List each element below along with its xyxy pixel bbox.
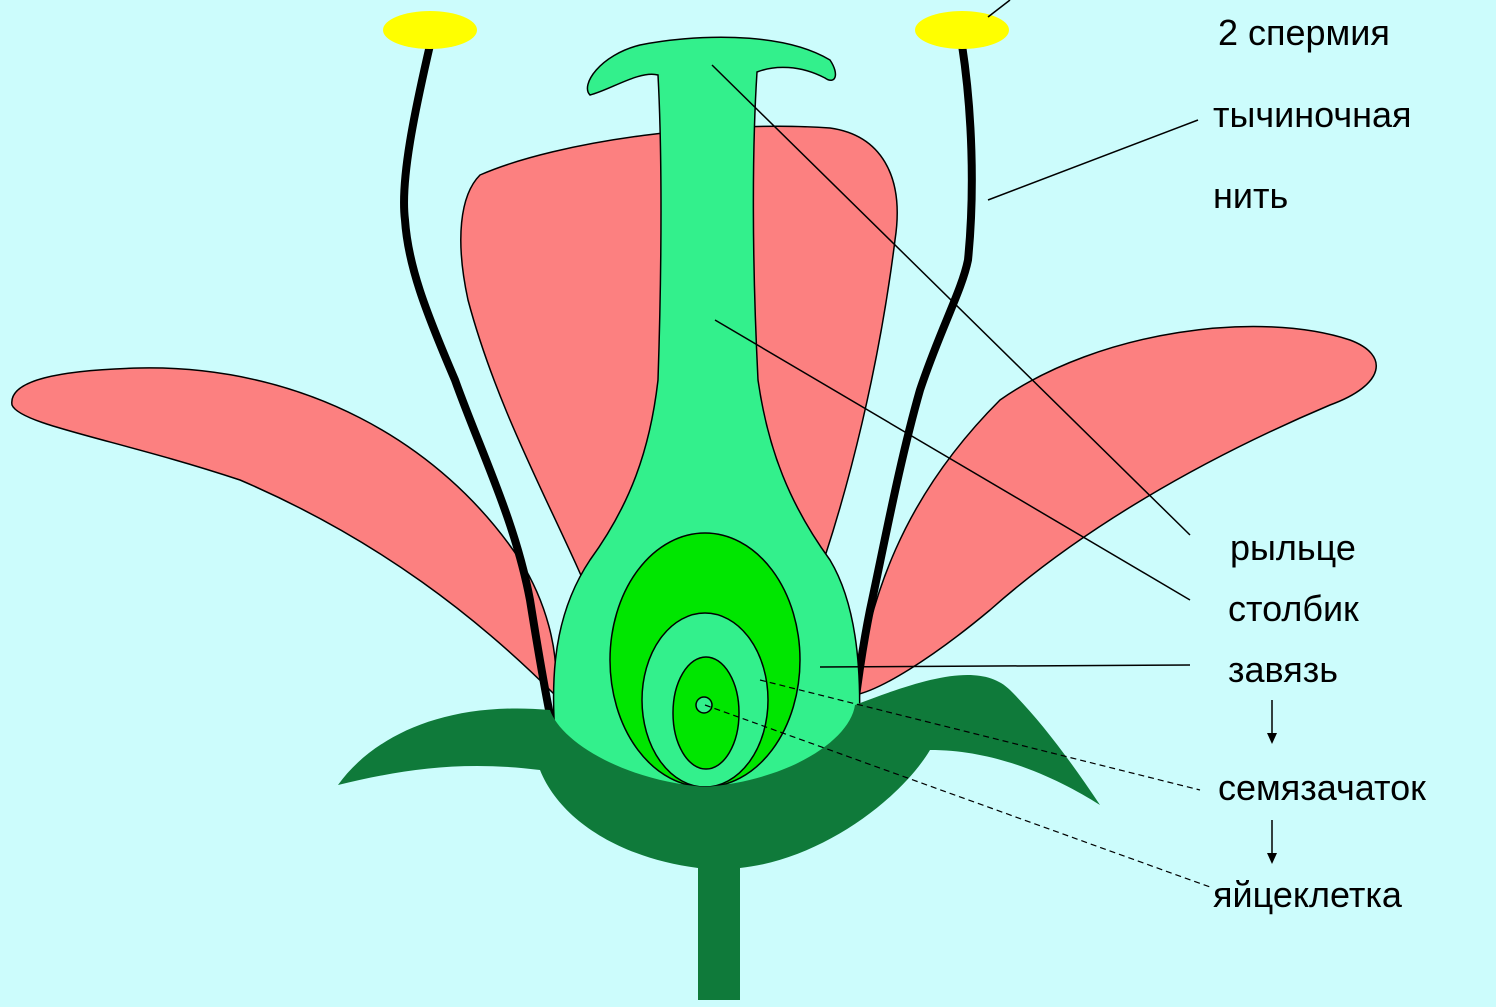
pointer-sperm — [988, 0, 1010, 17]
label-ovary: завязь — [1228, 649, 1338, 691]
label-filament-line2: нить — [1213, 175, 1288, 217]
anther-left — [383, 11, 477, 49]
petal-left — [12, 368, 556, 695]
label-style: столбик — [1228, 588, 1359, 630]
label-stigma: рыльце — [1230, 527, 1356, 569]
pointer-filament — [988, 120, 1198, 200]
petal-right — [855, 327, 1376, 696]
label-filament-line1: тычиночная — [1213, 94, 1412, 136]
arrow-ovule-to-egg — [1267, 820, 1277, 864]
egg-cell — [696, 697, 712, 713]
label-egg-cell: яйцеклетка — [1213, 874, 1402, 916]
label-ovule: семязачаток — [1218, 767, 1426, 809]
anther-right — [915, 11, 1009, 49]
arrow-ovary-to-ovule — [1267, 700, 1277, 744]
label-sperm: 2 спермия — [1218, 12, 1390, 54]
